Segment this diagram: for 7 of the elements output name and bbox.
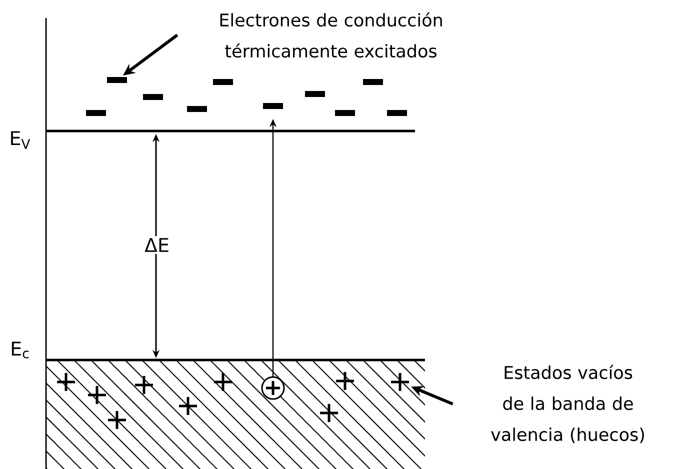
hole-plus [390, 372, 410, 392]
dimension-label: ΔE [142, 236, 172, 254]
electron-dash [107, 77, 127, 83]
callout-text: Estados vacíos de la banda de valencia (huecos) [491, 364, 644, 444]
energy-label: E$_{V}$ [11, 131, 30, 149]
energy-label: E$_{c}$ [12, 342, 29, 358]
callout-text: Electrones de conducción térmicamente excitados [220, 12, 442, 58]
